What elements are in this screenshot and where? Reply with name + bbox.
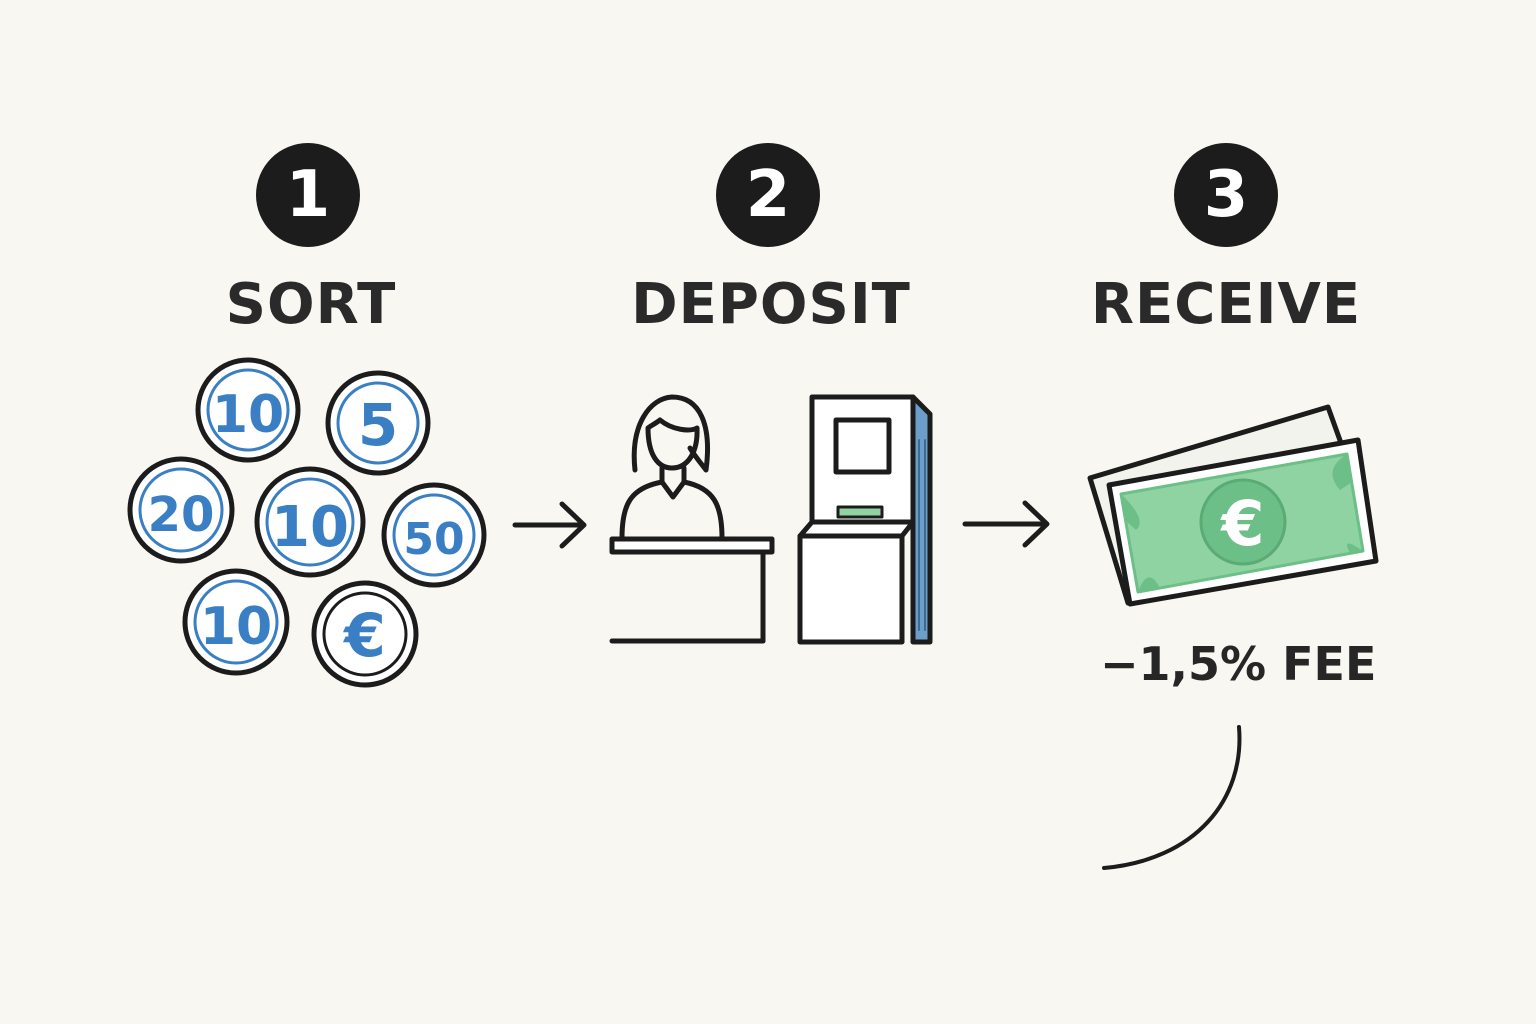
step-1-title: SORT bbox=[225, 272, 397, 337]
banknote-symbol: € bbox=[1219, 487, 1264, 560]
teller-icon bbox=[609, 394, 775, 644]
step-3-number: 3 bbox=[1174, 143, 1278, 247]
coin: 5 bbox=[325, 370, 431, 476]
step-2-number: 2 bbox=[716, 143, 820, 247]
step-3-title: RECEIVE bbox=[1090, 272, 1362, 337]
banknotes-icon: € bbox=[1087, 404, 1379, 607]
step-2-title: DEPOSIT bbox=[631, 272, 911, 337]
coin-label: 50 bbox=[403, 514, 464, 565]
coin: 10 bbox=[182, 568, 290, 676]
coin: 20 bbox=[127, 456, 235, 564]
coin: 10 bbox=[195, 357, 301, 463]
atm-icon bbox=[797, 394, 933, 645]
coin-label: 10 bbox=[200, 597, 272, 657]
coins-icon: 10 5 20 10 50 bbox=[127, 357, 487, 688]
coin-label: 5 bbox=[358, 391, 398, 459]
coin: 50 bbox=[381, 482, 487, 588]
fee-pointer-line bbox=[1102, 725, 1242, 870]
coin: 10 bbox=[254, 466, 366, 578]
arrow-right-icon bbox=[962, 500, 1050, 548]
fee-label: −1,5% FEE bbox=[1100, 637, 1377, 691]
coin-label: € bbox=[342, 601, 386, 671]
arrow-right-icon bbox=[512, 501, 587, 549]
coin: € bbox=[311, 580, 419, 688]
coin-label: 10 bbox=[271, 495, 349, 560]
step-1-number: 1 bbox=[256, 143, 360, 247]
coin-label: 10 bbox=[212, 385, 284, 445]
coin-label: 20 bbox=[148, 487, 215, 543]
